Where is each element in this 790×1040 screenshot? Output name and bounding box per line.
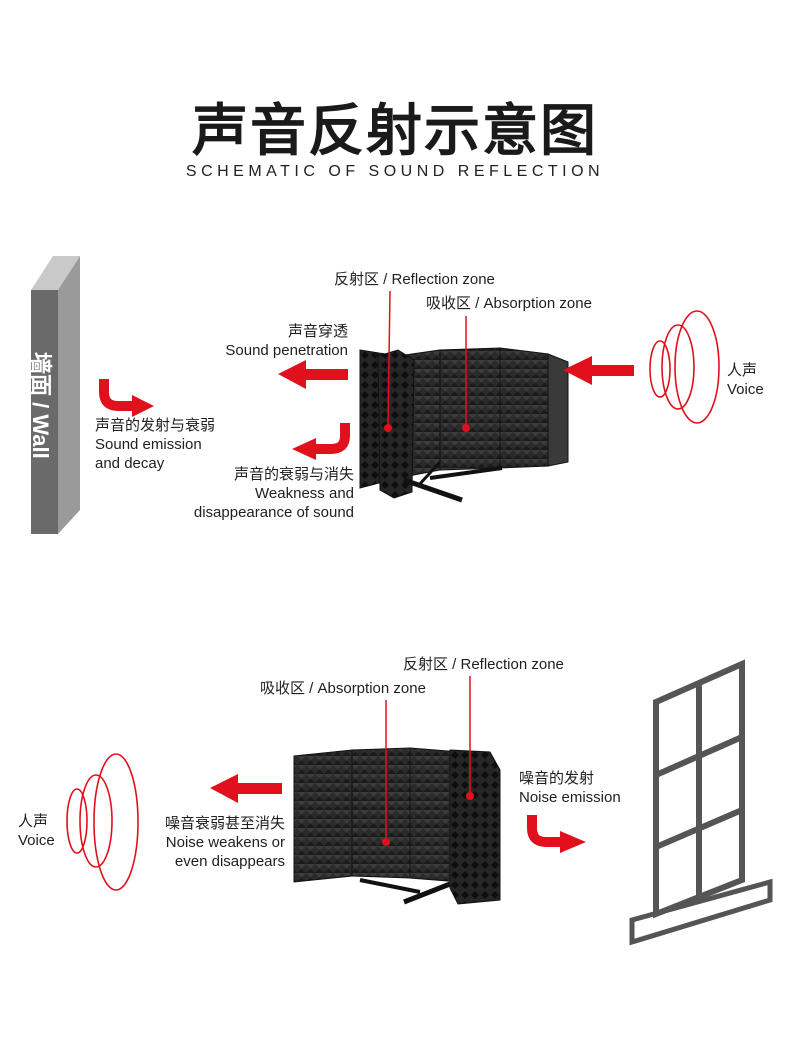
sound-emission-label: 声音的发射与衰弱 Sound emission and decay <box>95 416 215 473</box>
absorption-zone-label: 吸收区 / Absorption zone <box>426 295 592 312</box>
noise-emission-label: 噪音的发射 Noise emission <box>519 769 621 807</box>
absorption-zone-dot <box>462 424 470 432</box>
sound-penetration-label: 声音穿透 Sound penetration <box>225 322 348 360</box>
voice-wave-icon-2 <box>66 753 139 891</box>
noise-emission-en: Noise emission <box>519 789 621 806</box>
page-subtitle: SCHEMATIC OF SOUND REFLECTION <box>185 163 605 180</box>
voice-label: 人声 Voice <box>727 361 764 399</box>
noise-weakens-cn: 噪音衰弱甚至消失 <box>164 815 285 832</box>
sound-emission-en-1: Sound emission <box>95 436 202 453</box>
wall <box>31 256 80 534</box>
sound-emission-en-2: and decay <box>95 455 165 472</box>
voice-en: Voice <box>727 381 764 398</box>
penetration-arrow-icon <box>278 360 348 389</box>
voice-label-2: 人声 Voice <box>18 812 55 850</box>
emission-curve-arrow-icon <box>99 379 134 411</box>
reflection-zone-label: 反射区 / Reflection zone <box>334 271 495 288</box>
reflection-zone-dot <box>384 424 392 432</box>
voice-arrow-icon <box>563 356 634 385</box>
window-icon <box>629 659 773 946</box>
absorption-zone-label-2: 吸收区 / Absorption zone <box>260 680 426 697</box>
vocal-booth-panel <box>359 347 569 503</box>
reflection-zone-line <box>387 290 391 429</box>
reflection-zone-dot-2 <box>466 792 474 800</box>
weakness-label: 声音的衰弱与消失 Weakness and disappearance of s… <box>194 465 354 522</box>
page-title: 声音反射示意图 <box>192 99 598 164</box>
noise-weakens-en-1: Noise weakens or <box>165 834 285 851</box>
weakness-en-2: disappearance of sound <box>193 504 354 521</box>
noise-weakens-en-2: even disappears <box>174 853 285 870</box>
voice-wave-icon <box>649 310 720 424</box>
noise-weakens-arrow-icon <box>210 774 282 803</box>
voice-cn: 人声 <box>727 362 758 379</box>
absorption-zone-dot-2 <box>382 838 390 846</box>
vocal-booth-panel-rear <box>293 747 501 905</box>
reflection-zone-label-2: 反射区 / Reflection zone <box>403 656 564 673</box>
voice-cn-2: 人声 <box>18 813 49 830</box>
sound-emission-cn: 声音的发射与衰弱 <box>95 417 216 434</box>
sound-penetration-cn: 声音穿透 <box>287 323 348 340</box>
noise-emission-curve-arrow-icon <box>527 815 562 847</box>
wall-label: 墙面 / Wall <box>28 352 53 459</box>
weakness-cn: 声音的衰弱与消失 <box>233 466 354 483</box>
weakness-en-1: Weakness and <box>255 485 354 502</box>
voice-en-2: Voice <box>18 832 55 849</box>
noise-emission-cn: 噪音的发射 <box>519 770 595 787</box>
decay-curve-arrow-icon <box>314 423 350 454</box>
noise-weakens-label: 噪音衰弱甚至消失 Noise weakens or even disappear… <box>165 814 285 871</box>
sound-penetration-en: Sound penetration <box>225 342 348 359</box>
